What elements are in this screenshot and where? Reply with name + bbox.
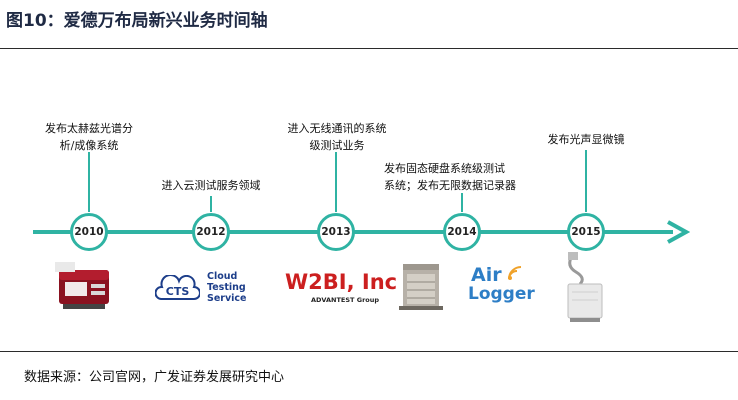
year-node-2014: 2014 <box>443 213 481 251</box>
stem-2014 <box>461 193 463 212</box>
stem-2012 <box>210 196 212 212</box>
w2bi-logo: W2BI, Inc <box>285 270 398 294</box>
stem-2013 <box>335 152 337 212</box>
cts-cloud-logo: CTS <box>155 275 200 300</box>
arrow-head-icon <box>667 220 690 244</box>
terahertz-system-image <box>55 262 109 309</box>
ssd-tester-image <box>399 264 443 310</box>
year-node-2015: 2015 <box>567 213 605 251</box>
stem-2015 <box>585 150 587 212</box>
event-2012: 进入云测试服务领域 <box>161 179 261 192</box>
top-rule <box>0 48 738 49</box>
bottom-rule <box>0 351 738 352</box>
photoacoustic-microscope-image <box>567 252 603 322</box>
airlogger-logo-air: Air <box>471 264 502 286</box>
source-note: 数据来源：公司官网，广发证券发展研究中心 <box>24 370 285 385</box>
airlogger-logo-logger: Logger <box>468 284 535 304</box>
event-2014: 发布固态硬盘系统级测试 系统；发布无限数据记录器 <box>384 162 516 192</box>
w2bi-logo-sub: ADVANTEST Group <box>311 296 380 304</box>
cts-logo-text: Cloud Testing Service <box>207 271 247 304</box>
wifi-icon <box>508 266 522 280</box>
event-2013: 进入无线通讯的系统 级测试业务 <box>287 122 387 152</box>
stem-2010 <box>88 152 90 212</box>
year-node-2012: 2012 <box>192 213 230 251</box>
year-node-2013: 2013 <box>317 213 355 251</box>
event-2010: 发布太赫兹光谱分 析/成像系统 <box>45 122 133 152</box>
cts-mark: CTS <box>166 285 190 298</box>
event-2015: 发布光声显微镜 <box>547 133 625 146</box>
year-node-2010: 2010 <box>70 213 108 251</box>
figure-title: 图10：爱德万布局新兴业务时间轴 <box>6 11 268 31</box>
